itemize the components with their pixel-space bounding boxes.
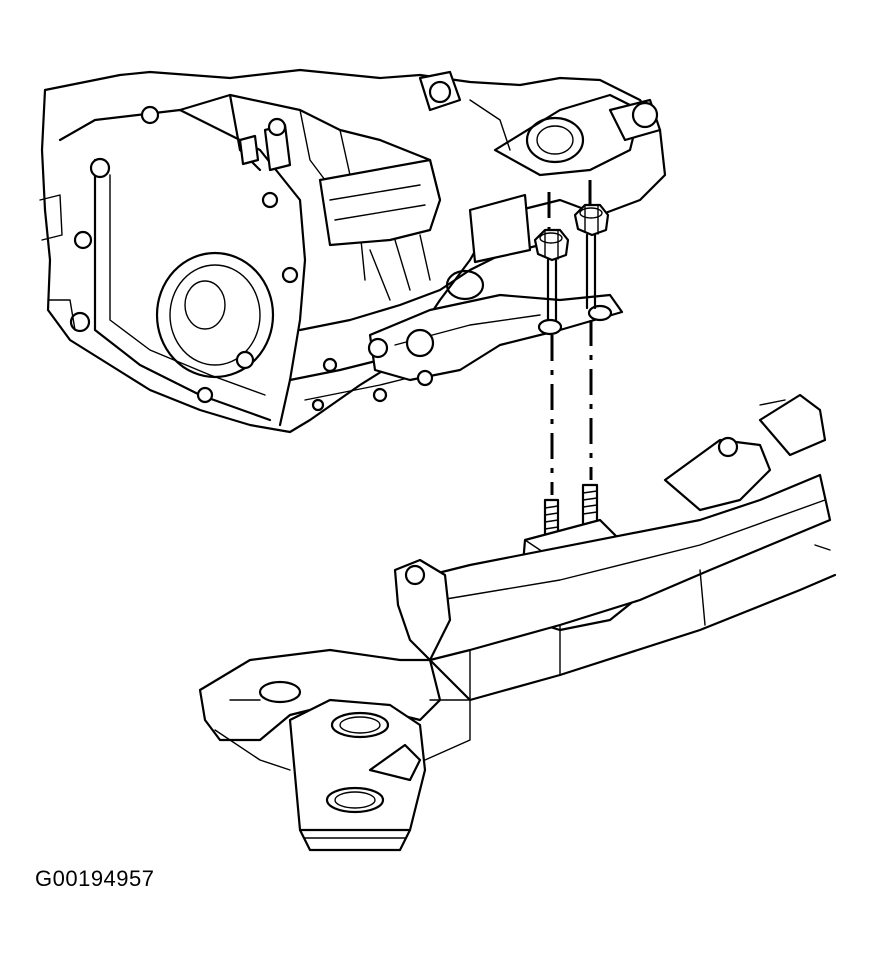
front-crossmember	[198, 393, 837, 852]
mount-nut-right	[573, 203, 610, 237]
mount-nut-left	[533, 228, 570, 262]
transaxle-assembly	[39, 68, 667, 434]
alignment-centerlines	[546, 180, 597, 495]
figure-id-label: G00194957	[35, 866, 155, 891]
